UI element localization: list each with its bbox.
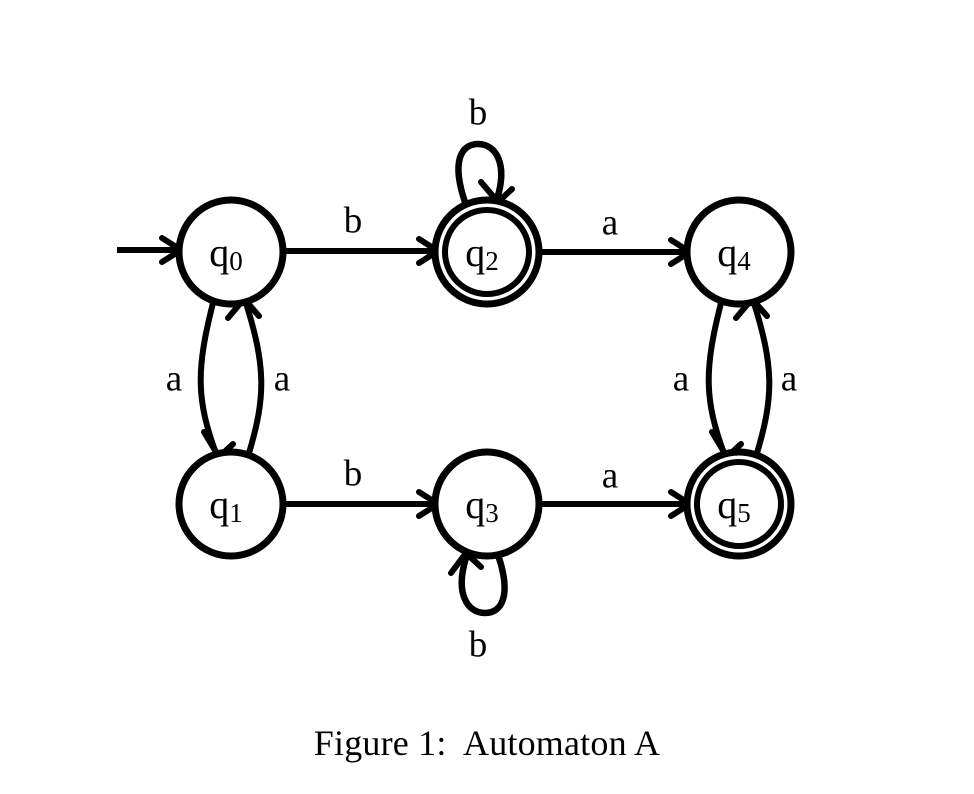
state-q3-circle [431, 448, 543, 560]
state-q4-label-sub: 4 [737, 246, 751, 276]
figure-caption: Figure 1: Automaton A [313, 723, 661, 763]
edge-q1-q0: a [225, 296, 290, 454]
edge-q5-q4: a [733, 296, 797, 454]
edge-label-q1-q0: a [274, 359, 290, 400]
state-q5-label-base: q [717, 482, 737, 527]
state-q3-label-sub: 3 [485, 498, 499, 528]
state-q1-label: q1 [209, 482, 243, 529]
state-q2-label-sub: 2 [485, 246, 499, 276]
state-q2-label: q2 [465, 230, 499, 277]
start-arrow [117, 235, 184, 265]
edge-label-q1-q3: b [344, 454, 363, 495]
edge-label-q4-q5: a [673, 359, 689, 400]
state-q5-circle-inner-accepting [694, 459, 784, 549]
state-q0-label-sub: 0 [229, 246, 243, 276]
state-q4[interactable]: q4 [683, 196, 795, 308]
state-q4-label-base: q [717, 230, 737, 275]
state-q5-label-sub: 5 [737, 498, 751, 528]
state-q1[interactable]: q1 [175, 448, 287, 560]
self-loop-q3: b [448, 548, 508, 666]
state-q5-label: q5 [717, 482, 751, 529]
state-q1-circle [175, 448, 287, 560]
edge-label-self-loop-q2: b [469, 93, 488, 134]
edge-q3-q5: a [540, 456, 693, 519]
state-q4-label: q4 [717, 230, 751, 277]
state-q0[interactable]: q0 [175, 196, 287, 308]
edge-q5-q4-arc [750, 299, 773, 454]
self-loop-q2-arc [455, 140, 505, 209]
edge-q0-q1: a [166, 302, 236, 460]
state-q1-label-base: q [209, 482, 229, 527]
state-q3[interactable]: q3 [431, 448, 543, 560]
edge-label-q2-q4: a [602, 203, 618, 244]
state-q2-label-base: q [465, 230, 485, 275]
edge-q1-q0-arc [242, 299, 265, 454]
state-q0-label-base: q [209, 230, 229, 275]
edge-q1-q3: b [283, 454, 441, 519]
edge-label-q0-q1: a [166, 359, 182, 400]
state-q3-label: q3 [465, 482, 499, 529]
state-q2[interactable]: q2 [431, 196, 543, 308]
state-q1-label-sub: 1 [229, 498, 243, 528]
state-q5[interactable]: q5 [683, 448, 795, 560]
edge-q4-q5: a [673, 302, 744, 460]
state-q3-label-base: q [465, 482, 485, 527]
edge-label-q5-q4: a [781, 359, 797, 400]
state-q2-circle-inner-accepting [442, 207, 532, 297]
edge-label-q0-q2: b [344, 201, 363, 242]
state-q0-label: q0 [209, 230, 243, 277]
state-q0-circle [175, 196, 287, 308]
edge-q0-q2: b [283, 201, 441, 266]
self-loop-q2: b [455, 93, 515, 209]
edge-q2-q4: a [540, 203, 693, 267]
state-q4-circle [683, 196, 795, 308]
self-loop-q3-arc [458, 548, 508, 617]
edge-label-q3-q5: a [602, 456, 618, 497]
edge-label-self-loop-q3: b [469, 625, 488, 666]
